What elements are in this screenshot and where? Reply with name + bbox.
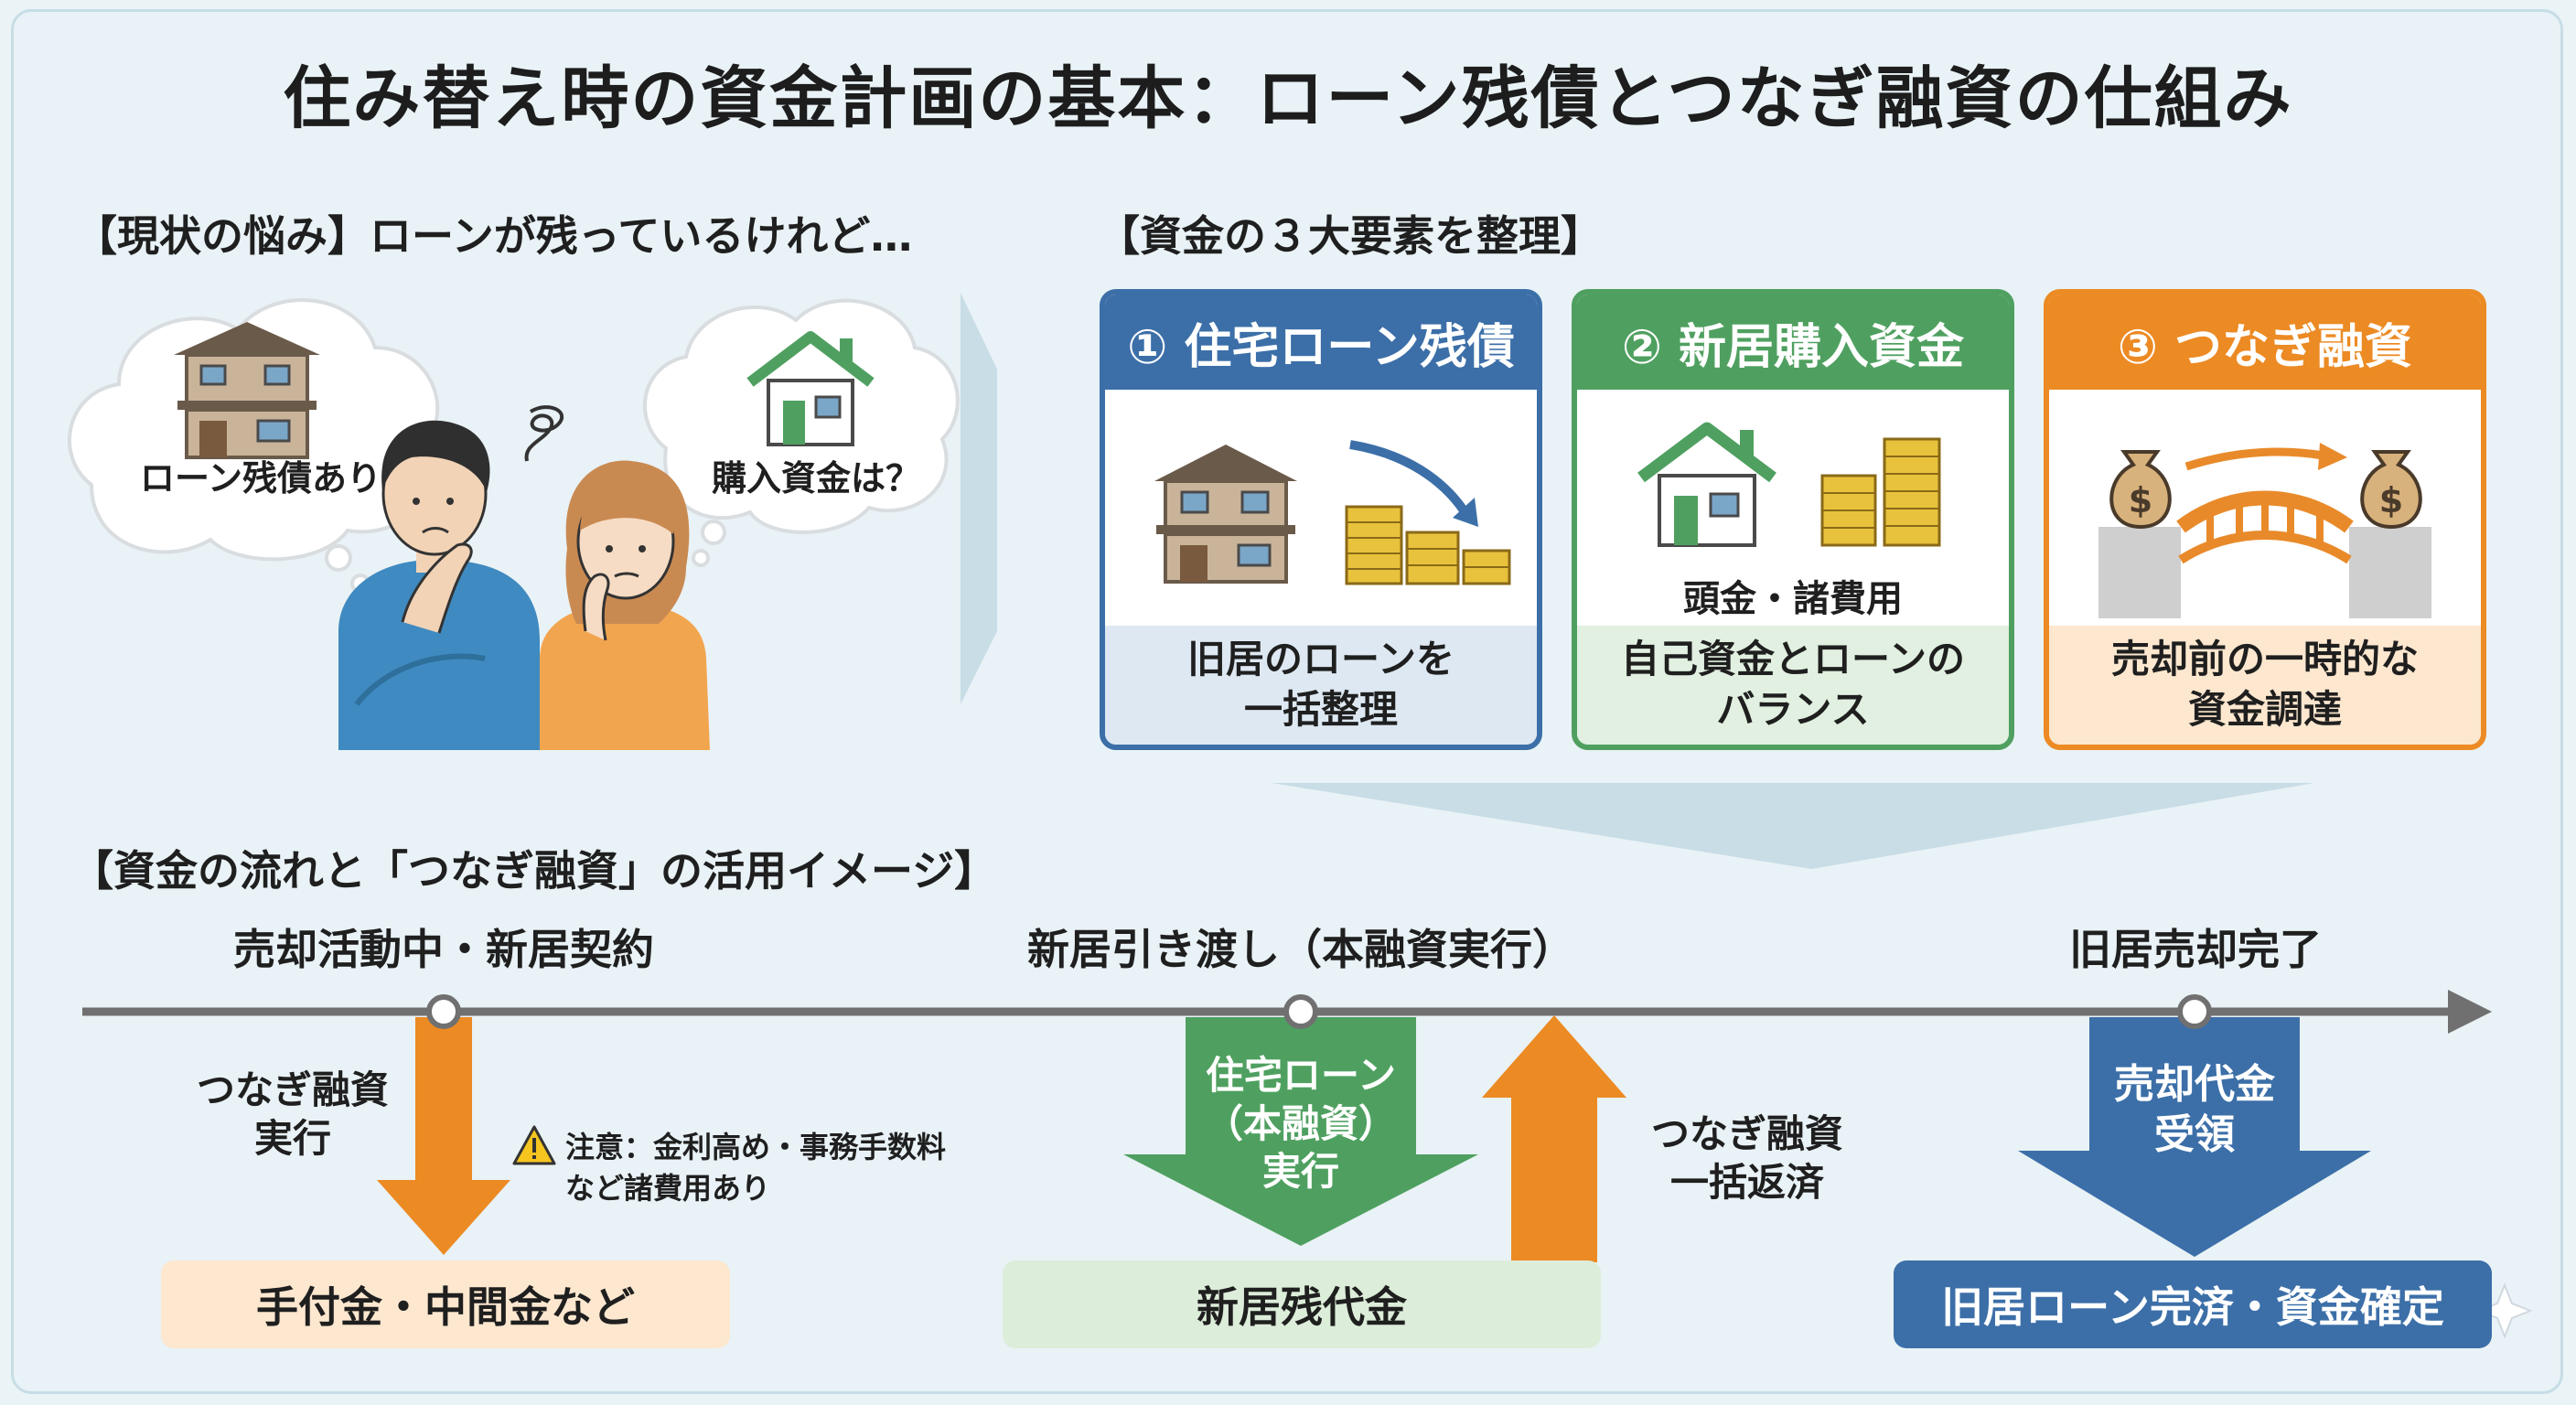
bridge-icon — [2098, 490, 2431, 618]
money-bag-icon: $ — [2109, 450, 2172, 530]
bubble-right-text: 購入資金は？ — [711, 458, 920, 499]
caption-line-1: つなぎ融資 — [196, 1067, 389, 1112]
caption-note: 注意：金利高め・事務手数料 など諸費用あり — [565, 1127, 986, 1209]
card-mid-label: 頭金・諸費用 — [1683, 578, 1903, 620]
svg-text:$: $ — [2129, 480, 2152, 520]
timeline-node — [426, 994, 461, 1029]
caption-line-2: 受領 — [2154, 1111, 2235, 1158]
timeline-label-2: 新居引き渡し（本融資実行） — [1027, 925, 1574, 974]
card-title: ① 住宅ローン残債 — [1105, 295, 1537, 390]
caption-line-1: つなぎ融資 — [1650, 1111, 1843, 1156]
note-line-2: など諸費用あり — [565, 1170, 771, 1206]
timeline-label-3: 旧居売却完了 — [2069, 925, 2322, 974]
arrow-bridge-execution — [377, 1017, 510, 1255]
page-title: 住み替え時の資金計画の基本：ローン残債とつなぎ融資の仕組み — [283, 59, 2293, 138]
funnel-shape — [1272, 783, 2314, 869]
card-desc: 自己資金とローンのバランス — [1577, 626, 2009, 745]
caption-bridge-repayment: つなぎ融資 一括返済 — [1610, 1110, 1884, 1207]
card-title: ③ つなぎ融資 — [2049, 295, 2481, 390]
coins-icon — [1345, 505, 1511, 585]
caption-home-loan: 住宅ローン （本融資） 実行 — [1173, 1052, 1429, 1196]
card-title: ② 新居購入資金 — [1577, 295, 2009, 390]
coins-icon — [1820, 437, 1941, 547]
card-desc-line-2: 資金調達 — [2187, 687, 2342, 732]
house-icon — [1637, 422, 1776, 547]
man-figure — [338, 420, 540, 750]
card-illustration: $ $ — [2098, 443, 2431, 618]
house-icon — [1154, 445, 1297, 584]
caption-line-1: 住宅ローン — [1206, 1053, 1396, 1098]
card-desc-line-1: 売却前の一時的な — [2110, 637, 2419, 682]
section-label-elements: 【資金の３大要素を整理】 — [1098, 211, 1603, 261]
house-icon — [174, 322, 320, 459]
card-desc: 売却前の一時的な資金調達 — [2049, 626, 2481, 745]
section-label-flow: 【資金の流れと「つなぎ融資」の活用イメージ】 — [71, 846, 997, 896]
box-final: 旧居ローン完済・資金確定 — [1894, 1260, 2492, 1348]
couple-illustration — [68, 293, 997, 750]
confused-swirl-icon — [524, 405, 564, 462]
caption-line-2: 実行 — [253, 1115, 331, 1161]
woman-figure — [540, 460, 710, 750]
money-bag-icon: $ — [2360, 450, 2422, 530]
svg-text:$: $ — [2379, 480, 2403, 520]
caption-line-1: 売却代金 — [2114, 1061, 2275, 1108]
card-desc-line-1: 旧居のローンを — [1187, 637, 1454, 682]
arrow-sale-proceeds — [2018, 1017, 2371, 1257]
card-loan-balance: ① 住宅ローン残債 — [1100, 289, 1542, 750]
card-illustration — [1637, 422, 1941, 547]
bubble-left-text: ローン残債あり — [139, 458, 382, 499]
arrow-home-loan — [1123, 1017, 1478, 1246]
caption-line-3: 実行 — [1261, 1149, 1339, 1194]
box-balance: 新居残代金 — [1003, 1260, 1601, 1348]
caption-line-2: 一括返済 — [1669, 1159, 1824, 1205]
warning-icon — [512, 1125, 556, 1165]
caption-bridge-execution: つなぎ融資 実行 — [156, 1067, 430, 1163]
box-deposit: 手付金・中間金など — [161, 1260, 730, 1348]
card-purchase-fund: ② 新居購入資金 頭金・諸費用 自己資金とロ — [1572, 289, 2014, 750]
card-illustration — [1154, 440, 1511, 585]
caption-sale-proceeds: 売却代金 受領 — [2089, 1059, 2300, 1160]
card-desc-line-2: バランス — [1716, 687, 1870, 732]
arrow-bridge-repayment — [1482, 1015, 1626, 1262]
timeline-node — [2177, 994, 2212, 1029]
card-desc-line-1: 自己資金とローンの — [1621, 637, 1965, 682]
timeline-arrowhead — [2448, 990, 2492, 1034]
section-label-current: 【現状の悩み】ローンが残っているけれど… — [75, 211, 913, 261]
card-bridge-loan: ③ つなぎ融資 $ $ — [2044, 289, 2486, 750]
card-desc: 旧居のローンを一括整理 — [1105, 626, 1537, 745]
note-line-1: 注意：金利高め・事務手数料 — [565, 1130, 947, 1164]
timeline-node — [1283, 994, 1318, 1029]
caption-line-2: （本融資） — [1204, 1100, 1397, 1146]
timeline-label-1: 売却活動中・新居契約 — [233, 925, 654, 974]
card-desc-line-2: 一括整理 — [1243, 687, 1398, 732]
house-icon — [746, 331, 875, 446]
